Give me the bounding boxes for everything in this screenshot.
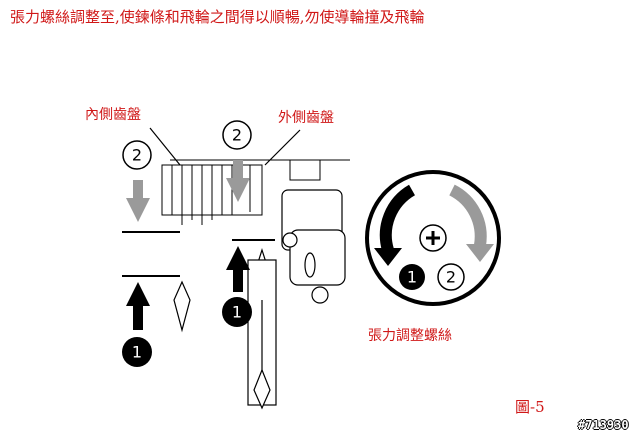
svg-text:2: 2 (132, 146, 142, 165)
marker-one: 1 (122, 337, 152, 367)
pointer-outer (264, 129, 301, 166)
svg-text:1: 1 (407, 268, 417, 287)
chain (173, 248, 277, 410)
label-inner-chainring: 內側齒盤 (85, 107, 141, 123)
tension-dial (365, 170, 501, 306)
instruction-title: 張力螺絲調整至,使鍊條和飛輪之間得以順暢,勿使導輪撞及飛輪 (10, 8, 425, 26)
pointer-inner (149, 127, 181, 166)
marker-one: 1 (399, 264, 425, 290)
arrow-up-icon (126, 246, 250, 330)
svg-text:2: 2 (446, 268, 456, 287)
watermark: #713930 (578, 418, 629, 432)
label-tension-screw: 張力調整螺絲 (368, 328, 452, 344)
label-outer-chainring: 外側齒盤 (278, 110, 334, 126)
arrow-down-icon (126, 160, 250, 222)
svg-text:1: 1 (132, 343, 142, 362)
clockwise-arrow-icon (449, 184, 487, 246)
derailleur-cage (281, 189, 346, 304)
figure-number: 圖-5 (515, 398, 545, 416)
counterclockwise-arrow-icon (379, 184, 416, 252)
svg-text:1: 1 (232, 303, 242, 322)
reference-lines (122, 231, 275, 277)
marker-one: 1 (222, 297, 252, 327)
marker-two: 2 (122, 140, 152, 170)
svg-text:2: 2 (232, 126, 242, 145)
chainring-teeth (161, 159, 350, 225)
marker-two: 2 (222, 120, 252, 150)
marker-two: 2 (437, 263, 465, 291)
